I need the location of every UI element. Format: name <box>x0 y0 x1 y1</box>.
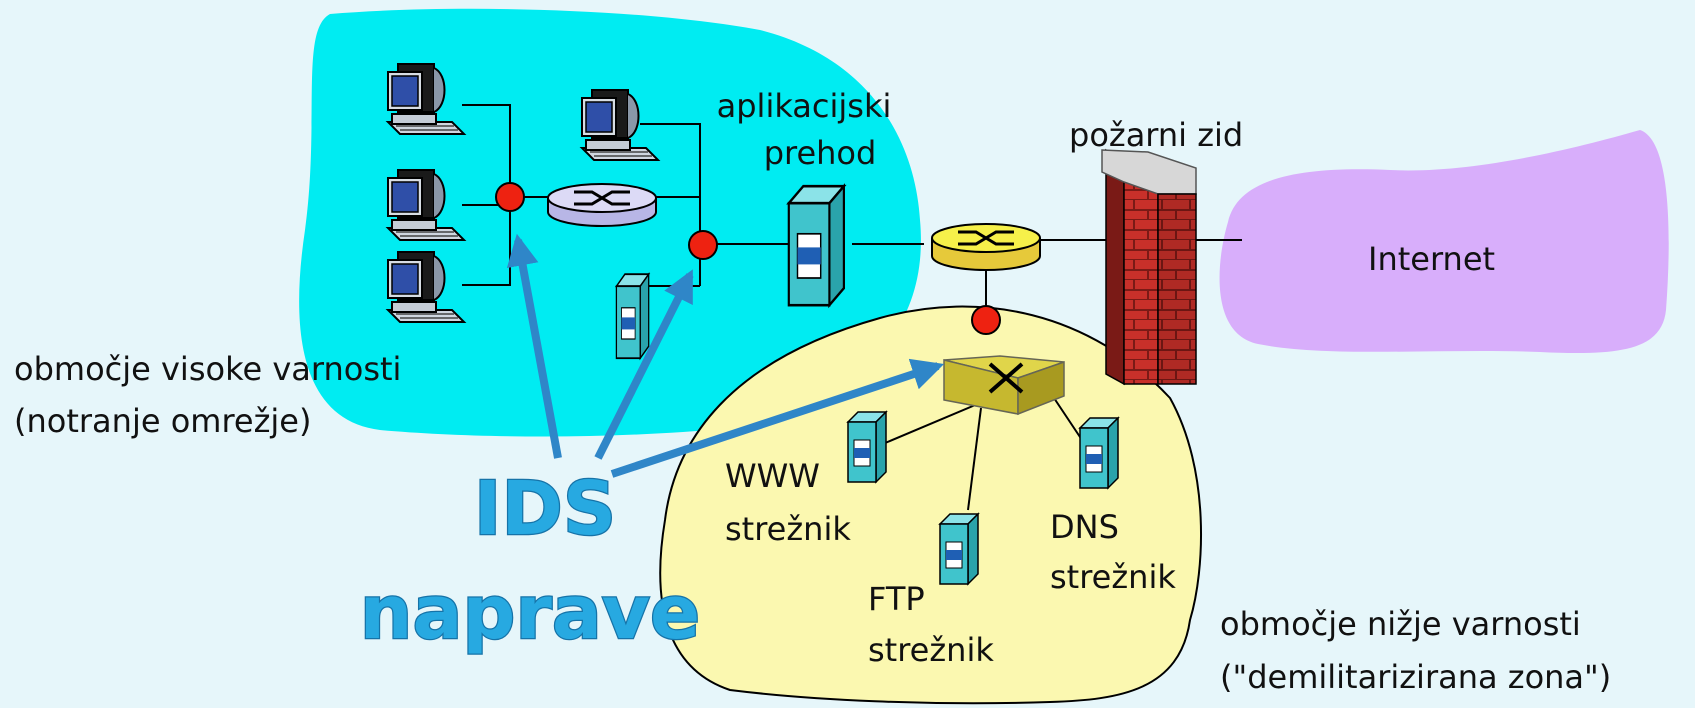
firewall-label: požarni zid <box>1069 116 1243 154</box>
ftp-server-icon <box>939 513 979 585</box>
ids-title-line1: IDS <box>474 466 616 552</box>
ids-arrows <box>506 233 945 478</box>
dmz-zone <box>659 305 1203 705</box>
www-server-icon <box>847 411 887 483</box>
ftp-label-line1: FTP <box>868 580 925 618</box>
www-label-line2: strežnik <box>725 510 851 548</box>
app-gateway-label-line1: aplikacijski <box>717 87 892 125</box>
dns-label-line1: DNS <box>1050 508 1119 546</box>
switch-icon <box>943 355 1065 416</box>
app-gateway-label-line2: prehod <box>764 134 877 172</box>
router-icon <box>930 222 1042 272</box>
ids-sensor-icon <box>688 230 718 260</box>
high-zone-label-line2: (notranje omrežje) <box>14 402 311 440</box>
low-zone-label-line1: območje nižje varnosti <box>1220 605 1581 643</box>
high-zone-label-line1: območje visoke varnosti <box>14 350 401 388</box>
low-zone-label-line2: ("demilitarizirana zona") <box>1220 658 1611 696</box>
internal-router-icon <box>547 183 657 227</box>
ids-sensor-icon <box>495 182 525 212</box>
network-wires <box>462 104 1242 511</box>
ftp-label-line2: strežnik <box>868 631 994 669</box>
dns-server-icon <box>1079 417 1119 489</box>
ids-sensor-icon <box>971 305 1001 335</box>
ids-title-line2: naprave <box>360 570 700 656</box>
www-label-line1: WWW <box>725 457 820 495</box>
internet-cloud <box>1219 130 1669 354</box>
server-icon <box>615 273 650 360</box>
application-gateway-icon <box>787 184 846 307</box>
dns-label-line2: strežnik <box>1050 558 1176 596</box>
firewall-icon <box>1101 148 1197 386</box>
internet-label: Internet <box>1368 240 1495 278</box>
